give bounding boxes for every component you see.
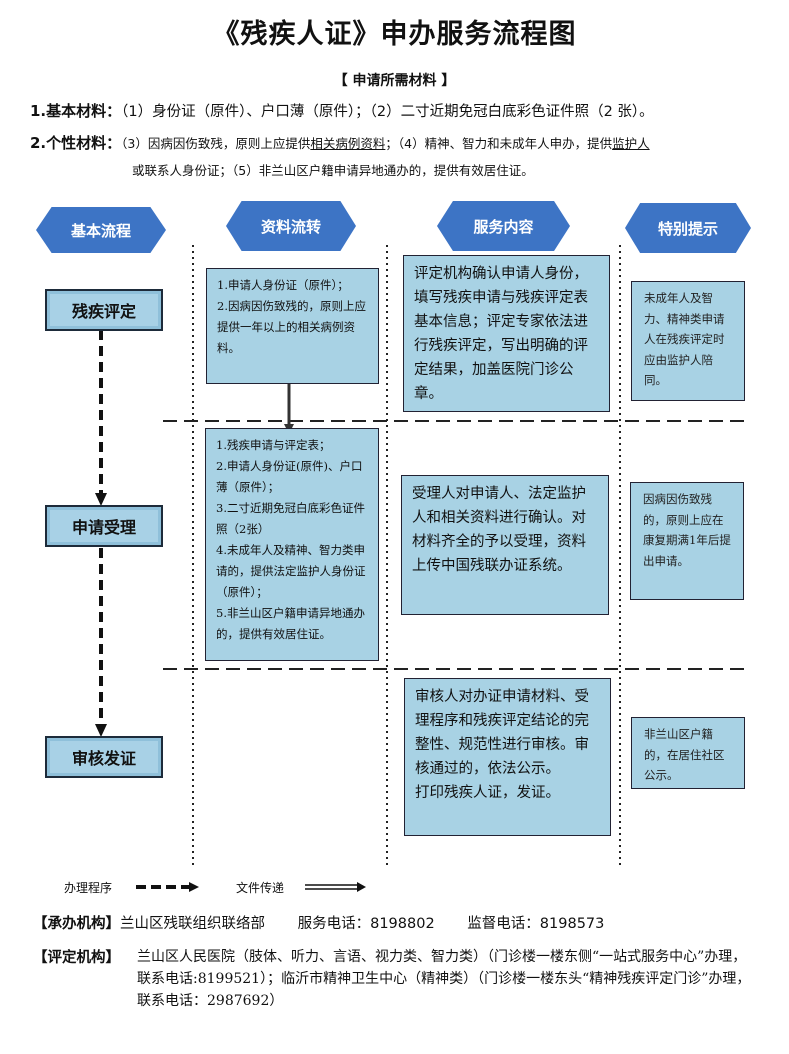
header-service: 服务内容	[437, 201, 570, 251]
tip-box-approval: 非兰山区户籍的，在居住社区公示。	[631, 717, 745, 789]
docs-item: 3.二寸近期免冠白底彩色证件照（2张）	[216, 501, 365, 536]
eval-label-text: 【评定机构】	[33, 950, 120, 966]
tip-box-assessment: 未成年人及智力、精神类申请人在残疾评定时应由监护人陪同。	[631, 281, 745, 401]
personal-materials-underline-2: 监护人	[612, 136, 650, 151]
service-box-approval: 审核人对办证申请材料、受理程序和残疾评定结论的完整性、规范性进行审核。审核通过的…	[404, 678, 611, 836]
header-tips-label: 特别提示	[657, 219, 718, 238]
header-docs-label: 资料流转	[260, 217, 321, 236]
org-line: 【承办机构】兰山区残联组织联络部 服务电话：8198802 监督电话：81985…	[33, 912, 604, 933]
stage-assessment: 残疾评定	[45, 289, 163, 331]
header-basic-flow-label: 基本流程	[70, 221, 131, 240]
personal-materials-text-a: （3）因病因伤致残，原则上应提供	[121, 136, 311, 151]
tip-box-acceptance: 因病因伤致残的，原则上应在康复期满1年后提出申请。	[630, 482, 744, 600]
eval-label: 【评定机构】	[33, 946, 120, 967]
docs-item: 1.申请人身份证（原件）；	[217, 278, 349, 292]
service-box-acceptance: 受理人对申请人、法定监护人和相关资料进行确认。对材料齐全的予以受理，资料上传中国…	[401, 475, 609, 615]
docs-box-acceptance: 1.残疾申请与评定表； 2.申请人身份证(原件)、户口薄（原件）； 3.二寸近期…	[205, 428, 379, 661]
legend-transfer-label: 文件传递	[236, 881, 285, 895]
personal-materials-underline-1: 相关病例资料	[310, 136, 386, 151]
process-arrowhead	[95, 724, 107, 737]
stage-approval: 审核发证	[45, 736, 163, 778]
docs-box-assessment: 1.申请人身份证（原件）； 2.因病因伤致残的，原则上应提供一年以上的相关病例资…	[206, 268, 379, 384]
header-service-label: 服务内容	[473, 217, 534, 236]
service-text: 打印残疾人证，发证。	[415, 785, 560, 801]
personal-materials-text-b: ；（4）精神、智力和未成年人申办，提供	[385, 136, 613, 151]
legend-process-label: 办理程序	[64, 881, 113, 895]
service-text: 审核人对办证申请材料、受理程序和残疾评定结论的完整性、规范性进行审核。审核通过的…	[415, 689, 589, 777]
docs-item: 2.因病因伤致残的，原则上应提供一年以上的相关病例资料。	[217, 299, 366, 355]
legend-transfer-arrowhead	[357, 882, 366, 892]
materials-heading: 【 申请所需材料 】	[333, 73, 456, 89]
supervise-phone: 监督电话：8198573	[467, 916, 605, 932]
personal-materials: 2.个性材料：（3）因病因伤致残，原则上应提供相关病例资料；（4）精神、智力和未…	[30, 132, 650, 153]
personal-materials-cont: 或联系人身份证；（5）非兰山区户籍申请异地通办的，提供有效居住证。	[132, 163, 534, 178]
stage-acceptance: 申请受理	[45, 505, 163, 547]
service-box-assessment: 评定机构确认申请人身份，填写残疾申请与残疾评定表基本信息；评定专家依法进行残疾评…	[403, 255, 610, 412]
header-tips: 特别提示	[625, 203, 751, 253]
eval-text: 兰山区人民医院（肢体、听力、言语、视力类、智力类）（门诊楼一楼东侧“一站式服务中…	[137, 949, 751, 1009]
header-basic-flow: 基本流程	[36, 207, 166, 253]
personal-materials-label: 2.个性材料：	[30, 134, 122, 152]
header-docs: 资料流转	[226, 201, 356, 251]
basic-materials: 1.基本材料：（1）身份证（原件）、户口薄（原件）；（2）二寸近期免冠白底彩色证…	[30, 100, 654, 121]
basic-materials-text: （1）身份证（原件）、户口薄（原件）；（2）二寸近期免冠白底彩色证件照（2 张）…	[121, 104, 654, 120]
basic-materials-label: 1.基本材料：	[30, 102, 122, 120]
docs-item: 4.未成年人及精神、智力类申请的，提供法定监护人身份证（原件）；	[216, 543, 366, 599]
page-title: 《残疾人证》申办服务流程图	[212, 19, 577, 50]
process-arrowhead	[95, 493, 107, 506]
legend-process-arrowhead	[189, 882, 199, 892]
org-label: 【承办机构】	[33, 916, 120, 932]
docs-item: 2.申请人身份证(原件)、户口薄（原件）；	[216, 459, 363, 494]
org-name: 兰山区残联组织联络部	[120, 916, 265, 932]
service-phone: 服务电话：8198802	[297, 916, 435, 932]
docs-item: 1.残疾申请与评定表；	[216, 438, 331, 452]
docs-item: 5.非兰山区户籍申请异地通办的，提供有效居住证。	[216, 606, 365, 641]
